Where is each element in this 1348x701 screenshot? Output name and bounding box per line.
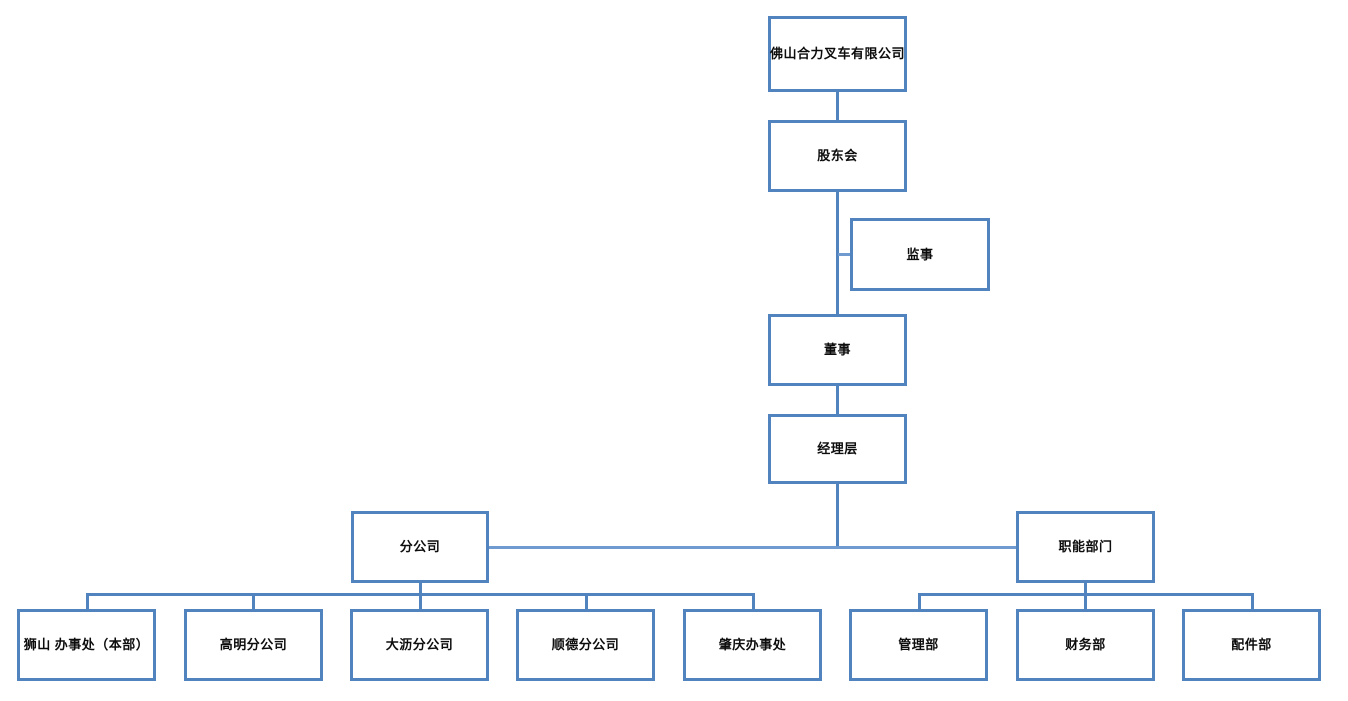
node-branch-companies[interactable]: 分公司 bbox=[351, 511, 489, 583]
connector-drop-branch-4 bbox=[585, 593, 588, 610]
connector-shareholders-trunk bbox=[836, 192, 839, 315]
node-label-shareholders-meeting: 股东会 bbox=[817, 148, 858, 164]
node-dept-management[interactable]: 管理部 bbox=[849, 609, 988, 681]
connector-drop-dept-2 bbox=[1084, 593, 1087, 610]
connector-branches-drop bbox=[419, 583, 422, 595]
node-label-dept-parts: 配件部 bbox=[1231, 637, 1272, 653]
node-branch-shunde[interactable]: 顺德分公司 bbox=[516, 609, 655, 681]
node-label-dept-finance: 财务部 bbox=[1065, 637, 1106, 653]
node-label-company-root: 佛山合力叉车有限公司 bbox=[770, 46, 906, 62]
node-label-branch-zhaoqing-office: 肇庆办事处 bbox=[718, 637, 787, 653]
node-label-branch-gaoming: 高明分公司 bbox=[219, 637, 288, 653]
connector-trunk-to-supervisor bbox=[838, 253, 852, 256]
connector-drop-dept-1 bbox=[918, 593, 921, 610]
node-label-branch-companies: 分公司 bbox=[399, 539, 441, 555]
node-label-director: 董事 bbox=[823, 342, 851, 358]
connector-drop-dept-3 bbox=[1251, 593, 1254, 610]
node-label-branch-shishan-office: 狮山 办事处（本部） bbox=[23, 637, 150, 653]
connector-root-to-shareholders bbox=[836, 92, 839, 121]
node-label-management-level: 经理层 bbox=[817, 441, 858, 457]
node-label-dept-management: 管理部 bbox=[898, 637, 939, 653]
node-branch-shishan-office[interactable]: 狮山 办事处（本部） bbox=[17, 609, 156, 681]
node-functional-departments[interactable]: 职能部门 bbox=[1016, 511, 1155, 583]
node-label-branch-shunde: 顺德分公司 bbox=[551, 637, 620, 653]
connector-drop-branch-2 bbox=[252, 593, 255, 610]
node-company-root[interactable]: 佛山合力叉车有限公司 bbox=[768, 16, 907, 92]
node-label-functional-departments: 职能部门 bbox=[1058, 539, 1113, 555]
node-director[interactable]: 董事 bbox=[768, 314, 907, 386]
connector-management-to-bus bbox=[836, 484, 839, 548]
connector-bus-branches-departments bbox=[489, 546, 1017, 549]
connector-departments-drop bbox=[1084, 583, 1087, 595]
node-supervisor[interactable]: 监事 bbox=[850, 218, 990, 291]
node-branch-gaoming[interactable]: 高明分公司 bbox=[184, 609, 323, 681]
node-branch-zhaoqing-office[interactable]: 肇庆办事处 bbox=[683, 609, 822, 681]
connector-drop-branch-5 bbox=[752, 593, 755, 610]
node-dept-parts[interactable]: 配件部 bbox=[1182, 609, 1321, 681]
node-label-branch-dali: 大沥分公司 bbox=[385, 637, 454, 653]
node-shareholders-meeting[interactable]: 股东会 bbox=[768, 120, 907, 192]
node-label-supervisor: 监事 bbox=[906, 246, 934, 262]
connector-director-to-management bbox=[836, 386, 839, 415]
node-management-level[interactable]: 经理层 bbox=[768, 414, 907, 484]
connector-drop-branch-3 bbox=[419, 593, 422, 610]
node-branch-dali[interactable]: 大沥分公司 bbox=[350, 609, 489, 681]
connector-drop-branch-1 bbox=[86, 593, 89, 610]
node-dept-finance[interactable]: 财务部 bbox=[1016, 609, 1155, 681]
